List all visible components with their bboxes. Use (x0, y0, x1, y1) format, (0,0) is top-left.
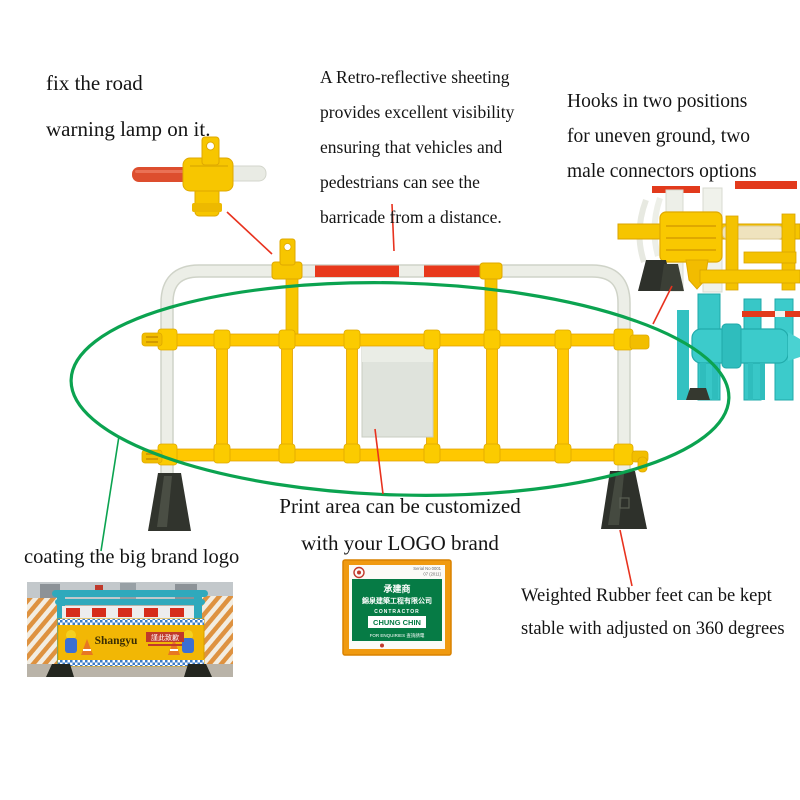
rubber-foot-right (601, 471, 647, 529)
mascot-right (183, 630, 193, 640)
reflective-band (315, 265, 399, 277)
caption-line: provides excellent visibility (320, 102, 515, 122)
feet-caption: Weighted Rubber feet can be kept stable … (521, 580, 785, 646)
rubber-foot (660, 264, 684, 291)
caption-line: stable with adjusted on 360 degrees (521, 619, 785, 639)
caption-line: Print area can be customized (279, 494, 521, 518)
mascot-left (66, 630, 76, 640)
certificate-title: 承建商 (383, 583, 410, 595)
lamp-mount-tab (201, 136, 220, 166)
print-area-caption: Print area can be customized with your L… (250, 488, 550, 562)
caption-line: Hooks in two positions (567, 91, 748, 112)
brand-logo-photo: Shangyu 謹此致歉 (27, 582, 233, 677)
caption-line: fix the road (46, 71, 143, 95)
hooks-caption: Hooks in two positions for uneven ground… (567, 84, 757, 189)
caption-line: male connectors options (567, 161, 757, 182)
certificate-serial: Serial No 0001 (413, 566, 441, 571)
lattice-joints (157, 328, 634, 466)
apology-text: 謹此致歉 (151, 633, 179, 642)
lamp-connector-photo (132, 136, 267, 217)
brand-banner (57, 618, 205, 667)
feet-pointer-line (619, 529, 633, 587)
lamp-mount-hole (206, 141, 215, 151)
caption-line: ensuring that vehicles and (320, 137, 503, 157)
certificate-photo: Serial No 0001 07 (2011) 承建商 錦泉建築工程有限公司 … (342, 559, 452, 656)
branding-pointer-line (100, 435, 120, 552)
rubber-foot (686, 388, 710, 400)
reflective-band (424, 265, 484, 277)
print-pointer-line (374, 428, 384, 495)
caption-line: with your LOGO brand (301, 531, 499, 555)
reflective-caption: A Retro-reflective sheeting provides exc… (320, 60, 514, 235)
enquiries-label: FOR ENQUIRIES 查詢請電 (370, 632, 425, 639)
caption-line: barricade from a distance. (320, 207, 502, 227)
caption-line: Weighted Rubber feet can be kept (521, 586, 772, 606)
caption-line: for uneven ground, two (567, 126, 751, 147)
caption-line: A Retro-reflective sheeting (320, 67, 510, 87)
hooks-connector-photo (617, 181, 800, 293)
highlight-ellipse (69, 281, 731, 497)
svg-text:07 (2011): 07 (2011) (423, 572, 441, 577)
lamp-clip-tab (279, 238, 296, 266)
lamp-pointer-line (226, 211, 273, 255)
lamp-clip-hole (283, 243, 292, 251)
reflective-strip (742, 311, 775, 317)
contractor-name: CHUNG CHIN (373, 618, 421, 627)
branding-caption: coating the big brand logo (24, 546, 239, 569)
certificate-green-panel (352, 579, 442, 641)
photo-frame-rail (52, 590, 208, 597)
caption-line: coating the big brand logo (24, 546, 240, 568)
contractor-label: CONTRACTOR (374, 609, 419, 615)
caption-line: warning lamp on it. (46, 117, 211, 141)
rail-tee-connector (479, 262, 503, 280)
stacking-hook (141, 332, 163, 347)
reflective-strip (735, 181, 797, 189)
stacking-hook (629, 334, 650, 350)
certificate-company: 錦泉建築工程有限公司 (361, 596, 432, 605)
lamp-caption: fix the road warning lamp on it. (46, 60, 210, 152)
annotation-lines (226, 203, 673, 587)
teal-connector-photo (677, 293, 800, 401)
brand-name-text: Shangyu (95, 635, 138, 647)
reflective-pointer-line (391, 203, 395, 252)
hooks-pointer-line (652, 285, 673, 325)
certificate-emblem (353, 566, 365, 579)
photo-reflective-blocks (66, 608, 184, 617)
caption-line: pedestrians can see the (320, 172, 480, 192)
barricade-illustration (141, 238, 650, 531)
